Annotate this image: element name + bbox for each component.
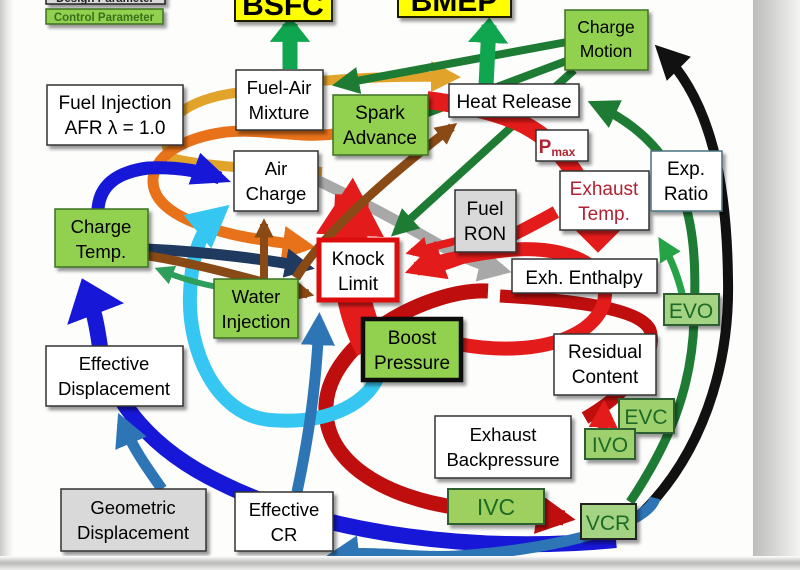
svg-text:Content: Content bbox=[572, 367, 639, 388]
svg-text:Heat Release: Heat Release bbox=[456, 92, 571, 113]
svg-text:Fuel-Air: Fuel-Air bbox=[247, 77, 312, 98]
svg-text:Charge: Charge bbox=[71, 216, 132, 237]
svg-text:Geometric: Geometric bbox=[90, 497, 175, 518]
svg-text:AFR λ = 1.0: AFR λ = 1.0 bbox=[65, 118, 166, 139]
svg-text:Temp.: Temp. bbox=[578, 204, 630, 225]
svg-text:RON: RON bbox=[464, 224, 506, 245]
svg-text:Backpressure: Backpressure bbox=[446, 449, 559, 470]
svg-text:BMEP: BMEP bbox=[411, 0, 498, 18]
svg-text:Effective: Effective bbox=[249, 499, 320, 520]
svg-text:Water: Water bbox=[232, 286, 281, 307]
svg-text:Exp.: Exp. bbox=[667, 159, 705, 180]
svg-text:BSFC: BSFC bbox=[242, 0, 324, 22]
svg-text:EVO: EVO bbox=[669, 300, 713, 323]
svg-text:VCR: VCR bbox=[586, 512, 630, 535]
svg-text:CR: CR bbox=[271, 524, 298, 545]
svg-text:Ratio: Ratio bbox=[664, 184, 708, 205]
svg-text:Design Parameter: Design Parameter bbox=[56, 0, 154, 5]
svg-text:Advance: Advance bbox=[343, 128, 417, 149]
svg-text:Exhaust: Exhaust bbox=[570, 179, 639, 200]
svg-text:Motion: Motion bbox=[580, 41, 633, 61]
svg-text:Boost: Boost bbox=[388, 328, 437, 349]
svg-text:EVC: EVC bbox=[624, 406, 667, 429]
svg-text:IVO: IVO bbox=[592, 434, 628, 457]
svg-text:Fuel Injection: Fuel Injection bbox=[58, 93, 171, 114]
svg-text:Charge: Charge bbox=[246, 183, 307, 204]
svg-text:Charge: Charge bbox=[577, 17, 634, 37]
svg-text:Pressure: Pressure bbox=[374, 353, 450, 374]
svg-text:IVC: IVC bbox=[477, 494, 515, 520]
svg-text:Residual: Residual bbox=[568, 342, 642, 363]
svg-text:Limit: Limit bbox=[338, 274, 379, 295]
svg-text:Exhaust: Exhaust bbox=[470, 424, 537, 445]
svg-text:Exh. Enthalpy: Exh. Enthalpy bbox=[525, 268, 643, 289]
svg-text:Control Parameter: Control Parameter bbox=[54, 12, 155, 24]
svg-text:Air: Air bbox=[265, 158, 288, 179]
svg-text:Knock: Knock bbox=[332, 249, 385, 270]
svg-text:Effective: Effective bbox=[79, 353, 150, 374]
svg-text:Spark: Spark bbox=[355, 103, 405, 124]
svg-text:Fuel: Fuel bbox=[467, 199, 504, 220]
svg-text:Injection: Injection bbox=[222, 311, 291, 332]
svg-text:Mixture: Mixture bbox=[249, 102, 310, 123]
svg-text:Displacement: Displacement bbox=[58, 378, 170, 399]
svg-text:Displacement: Displacement bbox=[77, 522, 189, 543]
svg-text:Temp.: Temp. bbox=[76, 241, 126, 262]
